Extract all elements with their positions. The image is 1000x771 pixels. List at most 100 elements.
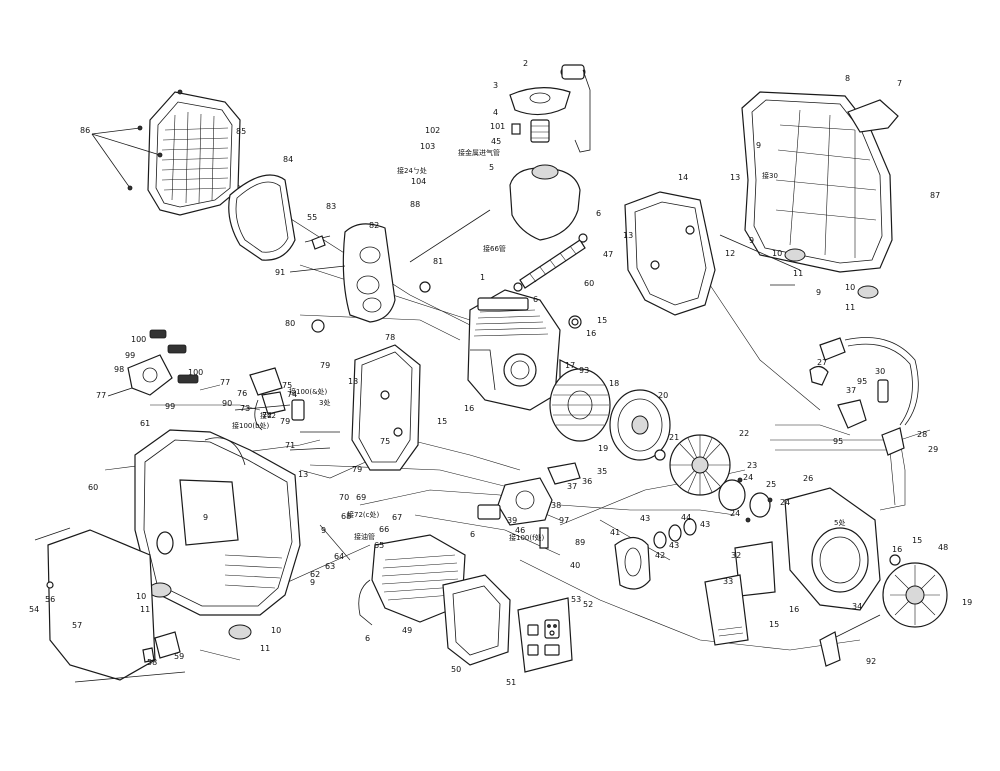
carburetor: [477, 462, 581, 549]
part-callout-32: 32: [731, 551, 741, 560]
part-callout-19: 19: [962, 598, 972, 607]
part-callout-47: 47: [603, 250, 613, 259]
bolt-30: [877, 379, 889, 403]
part-callout-68: 68: [341, 512, 351, 521]
part-callout-93: 93: [579, 366, 589, 375]
rear-grille-cover: [147, 91, 241, 216]
part-callout-13: 13: [348, 377, 358, 386]
connection-note: 接油管: [354, 532, 375, 541]
inverter-module: [358, 534, 466, 626]
top-housing: [719, 91, 899, 299]
part-callout-9: 9: [203, 513, 208, 522]
part-callout-100: 100: [131, 335, 146, 344]
part-callout-42: 42: [655, 551, 665, 560]
connection-note: 接66管: [483, 244, 506, 253]
part-callout-5: 5: [489, 163, 494, 172]
intake-hose: [809, 337, 919, 456]
part-callout-99: 99: [125, 351, 135, 360]
part-callout-2: 2: [523, 59, 528, 68]
part-callout-90: 90: [222, 399, 232, 408]
part-callout-75: 75: [380, 437, 390, 446]
control-panel: [517, 597, 573, 673]
part-callout-49: 49: [402, 626, 412, 635]
part-callout-38: 38: [551, 501, 561, 510]
part-callout-82: 82: [369, 221, 379, 230]
connection-note: 接30: [762, 171, 778, 180]
part-callout-18: 18: [609, 379, 619, 388]
control-bracket: [289, 344, 421, 471]
part-callout-84: 84: [283, 155, 293, 164]
part-callout-43: 43: [640, 514, 650, 523]
part-callout-89: 89: [575, 538, 585, 547]
part-callout-63: 63: [325, 562, 335, 571]
engine-block: [467, 289, 581, 411]
part-callout-13: 13: [298, 470, 308, 479]
part-callout-64: 64: [334, 552, 344, 561]
part-callout-88: 88: [410, 200, 420, 209]
part-callout-27: 27: [817, 358, 827, 367]
screw-set-86: [91, 89, 183, 191]
rubber-foot: [228, 624, 252, 640]
part-callout-11: 11: [260, 644, 270, 653]
part-callout-26: 26: [803, 474, 813, 483]
fan-shroud: [624, 191, 716, 316]
cooling-fan: [669, 434, 731, 496]
part-callout-10: 10: [772, 249, 782, 258]
part-callout-70: 70: [339, 493, 349, 502]
part-callout-7: 7: [897, 79, 902, 88]
panel-indicator: [527, 644, 539, 656]
part-callout-58: 58: [147, 658, 157, 667]
ignition-coil: [107, 329, 199, 397]
part-callout-79: 79: [320, 361, 330, 370]
part-callout-81: 81: [433, 257, 443, 266]
part-callout-24: 24: [780, 498, 790, 507]
part-callout-104: 104: [411, 177, 426, 186]
recoil-starter: [784, 487, 948, 667]
part-callout-97: 97: [559, 516, 569, 525]
part-callout-87: 87: [930, 191, 940, 200]
part-callout-23: 23: [747, 461, 757, 470]
air-filter-gasket: [228, 174, 296, 261]
part-callout-11: 11: [845, 303, 855, 312]
part-callout-1: 1: [480, 273, 485, 282]
part-callout-100: 100: [188, 368, 203, 377]
part-callout-61: 61: [140, 419, 150, 428]
part-callout-91: 91: [275, 268, 285, 277]
part-callout-14: 14: [678, 173, 688, 182]
part-callout-102: 102: [425, 126, 440, 135]
part-callout-99: 99: [165, 402, 175, 411]
part-callout-9: 9: [310, 578, 315, 587]
part-callout-51: 51: [506, 678, 516, 687]
rubber-foot: [784, 248, 806, 262]
part-callout-41: 41: [610, 528, 620, 537]
part-callout-71: 71: [285, 441, 295, 450]
part-callout-52: 52: [583, 600, 593, 609]
part-callout-54: 54: [29, 605, 39, 614]
part-callout-76: 76: [237, 389, 247, 398]
starter-cup: [718, 477, 773, 523]
part-callout-83: 83: [326, 202, 336, 211]
part-callout-30: 30: [875, 367, 885, 376]
part-callout-95: 95: [857, 377, 867, 386]
connection-note: 3处: [319, 398, 330, 407]
part-callout-10: 10: [271, 626, 281, 635]
part-callout-16: 16: [586, 329, 596, 338]
fuel-hose: [513, 233, 588, 292]
part-callout-48: 48: [938, 543, 948, 552]
part-callout-46: 46: [515, 526, 525, 535]
part-callout-19: 19: [598, 444, 608, 453]
part-callout-28: 28: [917, 430, 927, 439]
part-callout-57: 57: [72, 621, 82, 630]
part-callout-43: 43: [700, 520, 710, 529]
muffler: [614, 518, 697, 590]
part-callout-56: 56: [45, 595, 55, 604]
part-callout-15: 15: [597, 316, 607, 325]
part-callout-9: 9: [321, 526, 326, 535]
fuel-valve: [511, 123, 521, 135]
part-callout-73: 73: [240, 404, 250, 413]
part-callout-78: 78: [385, 333, 395, 342]
part-callout-6: 6: [533, 295, 538, 304]
